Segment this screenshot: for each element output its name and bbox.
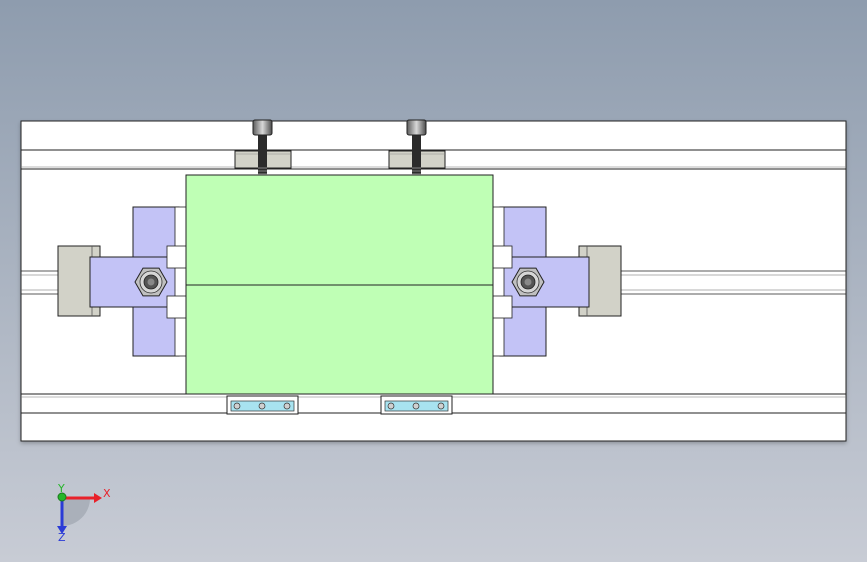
z-axis-label: Z: [58, 531, 66, 544]
right-bolt-head[interactable]: [406, 119, 427, 136]
x-axis-label: X: [103, 487, 111, 500]
right-clamp-spacer: [492, 206, 505, 357]
left-top-clamp[interactable]: [234, 119, 292, 175]
right-top-clamp[interactable]: [388, 119, 446, 175]
axis-triad[interactable]: X Y Z: [57, 482, 111, 544]
y-axis-label: Y: [57, 482, 65, 495]
right-clamp-spacer-bottom: [492, 295, 513, 319]
right-hex-nut[interactable]: [511, 267, 545, 297]
y-axis-marker: [57, 492, 67, 502]
z-arrow-head: [57, 526, 67, 534]
x-arrow-head: [94, 493, 102, 503]
left-bolt-shank: [258, 134, 267, 174]
left-clamp-spacer: [174, 206, 187, 357]
left-bottom-strip[interactable]: [226, 395, 299, 415]
right-bolt-shank: [412, 134, 421, 174]
left-clamp-spacer-top: [166, 245, 187, 269]
left-bolt-head[interactable]: [252, 119, 273, 136]
right-cross-clamp[interactable]: [492, 206, 590, 357]
triad-shadow: [62, 498, 90, 526]
right-clamp-spacer-top: [492, 245, 513, 269]
left-hex-nut[interactable]: [134, 267, 168, 297]
right-bottom-strip[interactable]: [380, 395, 453, 415]
left-clamp-spacer-bottom: [166, 295, 187, 319]
fixture-assembly[interactable]: [20, 119, 847, 442]
